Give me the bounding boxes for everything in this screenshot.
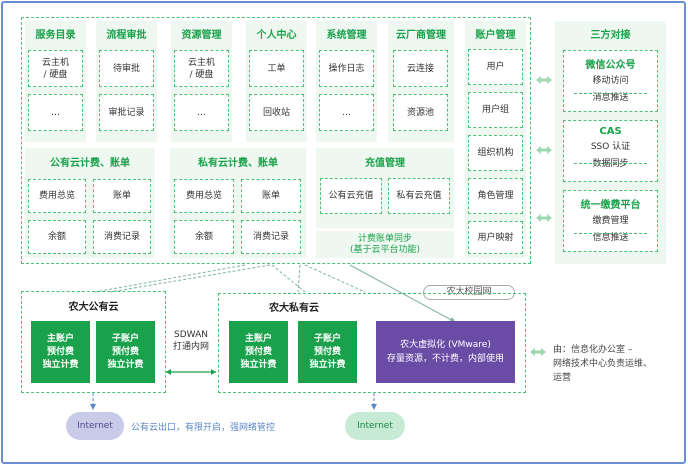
platform-panel (21, 17, 531, 264)
col-item[interactable]: 云主机 / 硬盘 (28, 50, 83, 87)
col-item[interactable]: 回收站 (249, 94, 304, 131)
internet-note: 公有云出口，有限开启，强网络管控 (131, 423, 276, 433)
divider (574, 93, 647, 94)
group-title: 统一缴费平台 (580, 200, 641, 211)
col-approval: 流程审批 待审批 审批记录 (96, 21, 157, 142)
internet-cloud-right: Internet (345, 412, 405, 440)
billing-item[interactable]: 账单 (241, 179, 301, 213)
private-billing-panel: 私有云计费、账单 费用总览 账单 余额 消费记录 (170, 148, 306, 258)
internet-label: Internet (77, 421, 113, 431)
col-item[interactable]: … (174, 94, 229, 131)
campus-tag: 农大校园网 (423, 285, 515, 300)
panel-title: 农大公有云 (68, 302, 119, 313)
group-item: 消息推送 (592, 93, 629, 103)
billing-item[interactable]: 费用总览 (28, 179, 86, 213)
col-account: 账户管理 用户 用户组 组织机构 角色管理 用户映射 (465, 21, 526, 258)
ops-note: 由：信息化办公室 – 网络技术中心负责运维、 运营 (553, 345, 653, 383)
group-item: SSO 认证 (590, 142, 631, 152)
col-title: 流程审批 (106, 30, 147, 41)
col-title: 云厂商管理 (396, 30, 446, 41)
panel-title: 公有云计费、账单 (50, 158, 130, 169)
recharge-item[interactable]: 私有云充值 (388, 178, 450, 214)
col-personal: 个人中心 工单 回收站 (246, 21, 307, 142)
third-party-group-payment[interactable]: 统一缴费平台 缴费管理 信息推送 (563, 190, 658, 252)
divider (574, 233, 647, 234)
private-cloud-panel: 农大私有云 主账户 预付费 独立计费 子账户 预付费 独立计费 农大虚拟化 (V… (218, 293, 526, 393)
col-item[interactable]: 资源池 (393, 94, 448, 131)
col-item[interactable]: … (319, 94, 374, 131)
col-system: 系统管理 操作日志 … (316, 21, 377, 142)
billing-item[interactable]: 余额 (28, 220, 86, 254)
panel-title: 充值管理 (365, 158, 405, 169)
col-title: 服务目录 (35, 30, 76, 41)
col-title: 系统管理 (326, 30, 367, 41)
group-title: CAS (599, 126, 622, 137)
public-main-account[interactable]: 主账户 预付费 独立计费 (31, 321, 90, 383)
account-item[interactable]: 用户映射 (468, 221, 523, 254)
col-item[interactable]: 操作日志 (319, 50, 374, 87)
account-item[interactable]: 用户组 (468, 92, 523, 128)
divider (574, 163, 647, 164)
billing-item[interactable]: 费用总览 (174, 179, 234, 213)
vmware-box[interactable]: 农大虚拟化 (VMware) 存量资源，不计费，内部使用 (376, 321, 515, 383)
panel-title: 私有云计费、账单 (198, 158, 278, 169)
internet-label: Internet (357, 421, 393, 431)
group-item: 缴费管理 (592, 216, 629, 226)
col-item[interactable]: 云连接 (393, 50, 448, 87)
group-title: 微信公众号 (585, 60, 636, 71)
billing-item[interactable]: 账单 (93, 179, 151, 213)
billing-item[interactable]: 消费记录 (241, 220, 301, 254)
double-arrow-icon (536, 76, 552, 222)
group-item: 信息推送 (592, 233, 629, 243)
col-item[interactable]: 待审批 (99, 50, 154, 87)
third-party-panel: 三方对接 微信公众号 移动访问 消息推送 CAS SSO 认证 数据同步 统一缴… (555, 21, 666, 264)
sdwan-label: SDWAN 打通内网 (172, 330, 209, 352)
col-title: 个人中心 (256, 30, 297, 41)
public-sub-account[interactable]: 子账户 预付费 独立计费 (96, 321, 155, 383)
billing-sync-panel: 计费账单同步 (基于云平台功能) (316, 231, 454, 258)
col-title: 资源管理 (181, 30, 222, 41)
recharge-panel: 充值管理 公有云充值 私有云充值 (316, 148, 454, 228)
third-party-group-cas[interactable]: CAS SSO 认证 数据同步 (563, 120, 658, 182)
col-item[interactable]: 工单 (249, 50, 304, 87)
internet-cloud-left: Internet (66, 412, 124, 440)
billing-item[interactable]: 消费记录 (93, 220, 151, 254)
private-main-account[interactable]: 主账户 预付费 独立计费 (229, 321, 288, 383)
billing-sync-label: 计费账单同步 (基于云平台功能) (349, 233, 421, 255)
panel-title: 农大私有云 (269, 303, 319, 314)
col-item[interactable]: 云主机 / 硬盘 (174, 50, 229, 87)
col-item[interactable]: … (28, 94, 83, 131)
public-cloud-panel: 农大公有云 主账户 预付费 独立计费 子账户 预付费 独立计费 (21, 291, 166, 393)
col-vendor: 云厂商管理 云连接 资源池 (388, 21, 454, 142)
col-resource: 资源管理 云主机 / 硬盘 … (171, 21, 232, 142)
recharge-item[interactable]: 公有云充值 (320, 178, 382, 214)
panel-title: 三方对接 (590, 30, 631, 41)
billing-item[interactable]: 余额 (174, 220, 234, 254)
private-sub-account[interactable]: 子账户 预付费 独立计费 (298, 321, 357, 383)
col-title: 账户管理 (475, 30, 516, 41)
col-item[interactable]: 审批记录 (99, 94, 154, 131)
public-billing-panel: 公有云计费、账单 费用总览 账单 余额 消费记录 (25, 148, 155, 258)
col-service-catalog: 服务目录 云主机 / 硬盘 … (25, 21, 86, 142)
account-item[interactable]: 角色管理 (468, 178, 523, 214)
third-party-group-wechat[interactable]: 微信公众号 移动访问 消息推送 (563, 50, 658, 112)
account-item[interactable]: 用户 (468, 49, 523, 85)
group-item: 数据同步 (592, 159, 629, 169)
account-item[interactable]: 组织机构 (468, 135, 523, 171)
group-item: 移动访问 (592, 76, 629, 86)
